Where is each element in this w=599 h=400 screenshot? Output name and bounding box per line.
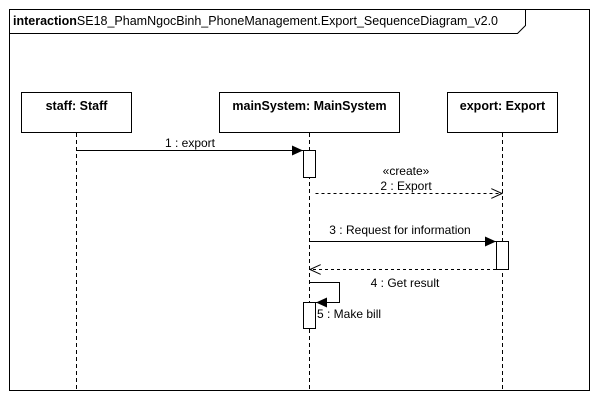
- message-label-1: 1 : export: [165, 136, 216, 150]
- message-stereotype-2: «create»: [383, 164, 430, 178]
- message-label-2: 2 : Export: [380, 179, 432, 193]
- message-label-4: 4 : Get result: [371, 276, 440, 290]
- activation-main-1: [303, 150, 316, 178]
- frame-title: interactionSE18_PhamNgocBinh_PhoneManage…: [13, 14, 498, 28]
- activation-main-self: [303, 302, 316, 329]
- message-label-5: 5 : Make bill: [317, 307, 381, 321]
- frame-name: SE18_PhamNgocBinh_PhoneManagement.Export…: [77, 14, 498, 28]
- frame-keyword: interaction: [13, 14, 77, 28]
- interaction-frame: [9, 9, 590, 391]
- lifeline-title-export: export: Export: [460, 99, 546, 113]
- message-label-3: 3 : Request for information: [329, 223, 470, 237]
- frame-label-pentagon: [9, 9, 526, 34]
- lifeline-head-export[interactable]: [447, 92, 558, 133]
- message-arrow-5[interactable]: [309, 282, 340, 308]
- lifeline-head-staff[interactable]: [21, 92, 132, 133]
- activation-export: [496, 241, 509, 270]
- lifeline-title-main-system: mainSystem: MainSystem: [232, 99, 386, 113]
- lifeline-title-staff: staff: Staff: [46, 99, 109, 113]
- lifeline-head-main-system[interactable]: [219, 92, 400, 133]
